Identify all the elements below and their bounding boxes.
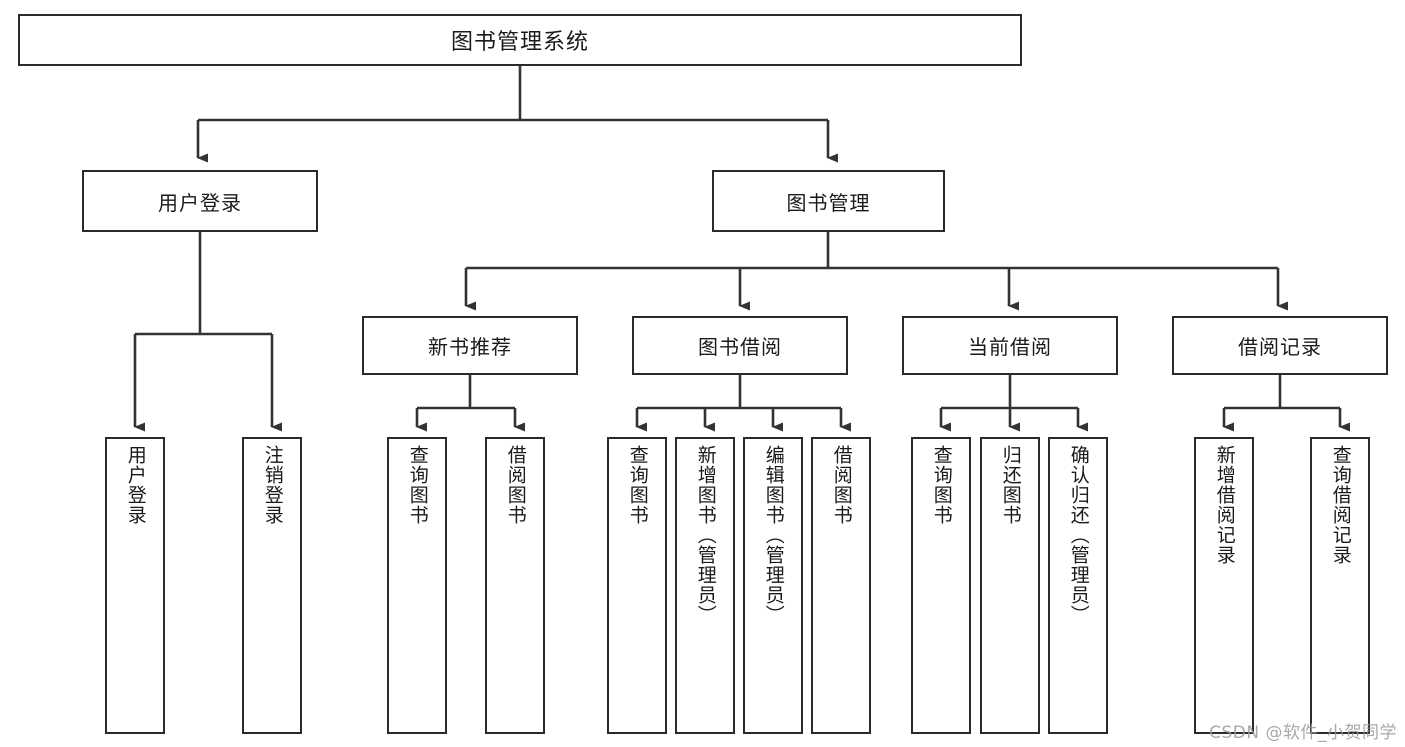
leaf-record-add-record[interactable]: 新增借阅记录 (1194, 437, 1254, 734)
leaf-borrow-borrow-book[interactable]: 借阅图书 (811, 437, 871, 734)
node-book-borrow-label: 图书借阅 (698, 335, 782, 359)
leaf-current-return-book[interactable]: 归还图书 (980, 437, 1040, 734)
leaf-user-login-login[interactable]: 用户登录 (105, 437, 165, 734)
leaf-label: 编辑图书（管理员） (762, 445, 785, 625)
node-current-borrow-label: 当前借阅 (968, 335, 1052, 359)
leaf-label: 查询图书 (406, 445, 429, 525)
leaf-borrow-query-book[interactable]: 查询图书 (607, 437, 667, 734)
leaf-recommend-borrow-book[interactable]: 借阅图书 (485, 437, 545, 734)
leaf-label: 查询图书 (626, 445, 649, 525)
leaf-recommend-query-book[interactable]: 查询图书 (387, 437, 447, 734)
leaf-user-login-logout[interactable]: 注销登录 (242, 437, 302, 734)
leaf-borrow-edit-book-admin[interactable]: 编辑图书（管理员） (743, 437, 803, 734)
node-new-book-recommend-label: 新书推荐 (428, 335, 512, 359)
leaf-current-confirm-return-admin[interactable]: 确认归还（管理员） (1048, 437, 1108, 734)
leaf-current-query-book[interactable]: 查询图书 (911, 437, 971, 734)
node-borrow-record[interactable]: 借阅记录 (1172, 316, 1388, 375)
leaf-label: 用户登录 (124, 445, 147, 525)
leaf-label: 注销登录 (261, 445, 284, 525)
leaf-label: 归还图书 (999, 445, 1022, 525)
node-root-label: 图书管理系统 (450, 30, 589, 55)
node-book-borrow[interactable]: 图书借阅 (632, 316, 848, 375)
leaf-label: 查询借阅记录 (1329, 445, 1352, 565)
leaf-label: 借阅图书 (830, 445, 853, 525)
node-new-book-recommend[interactable]: 新书推荐 (362, 316, 578, 375)
node-book-management[interactable]: 图书管理 (712, 170, 945, 232)
watermark: CSDN @软件_小贺同学 (1209, 723, 1397, 743)
leaf-label: 新增图书（管理员） (694, 445, 717, 625)
node-root[interactable]: 图书管理系统 (18, 14, 1022, 66)
leaf-record-query-record[interactable]: 查询借阅记录 (1310, 437, 1370, 734)
leaf-label: 查询图书 (930, 445, 953, 525)
node-user-login-label: 用户登录 (158, 190, 242, 215)
node-book-management-label: 图书管理 (786, 190, 871, 215)
leaf-label: 新增借阅记录 (1213, 445, 1236, 565)
node-user-login[interactable]: 用户登录 (82, 170, 318, 232)
node-current-borrow[interactable]: 当前借阅 (902, 316, 1118, 375)
node-borrow-record-label: 借阅记录 (1238, 335, 1322, 359)
leaf-label: 确认归还（管理员） (1067, 445, 1090, 625)
leaf-borrow-add-book-admin[interactable]: 新增图书（管理员） (675, 437, 735, 734)
leaf-label: 借阅图书 (504, 445, 527, 525)
